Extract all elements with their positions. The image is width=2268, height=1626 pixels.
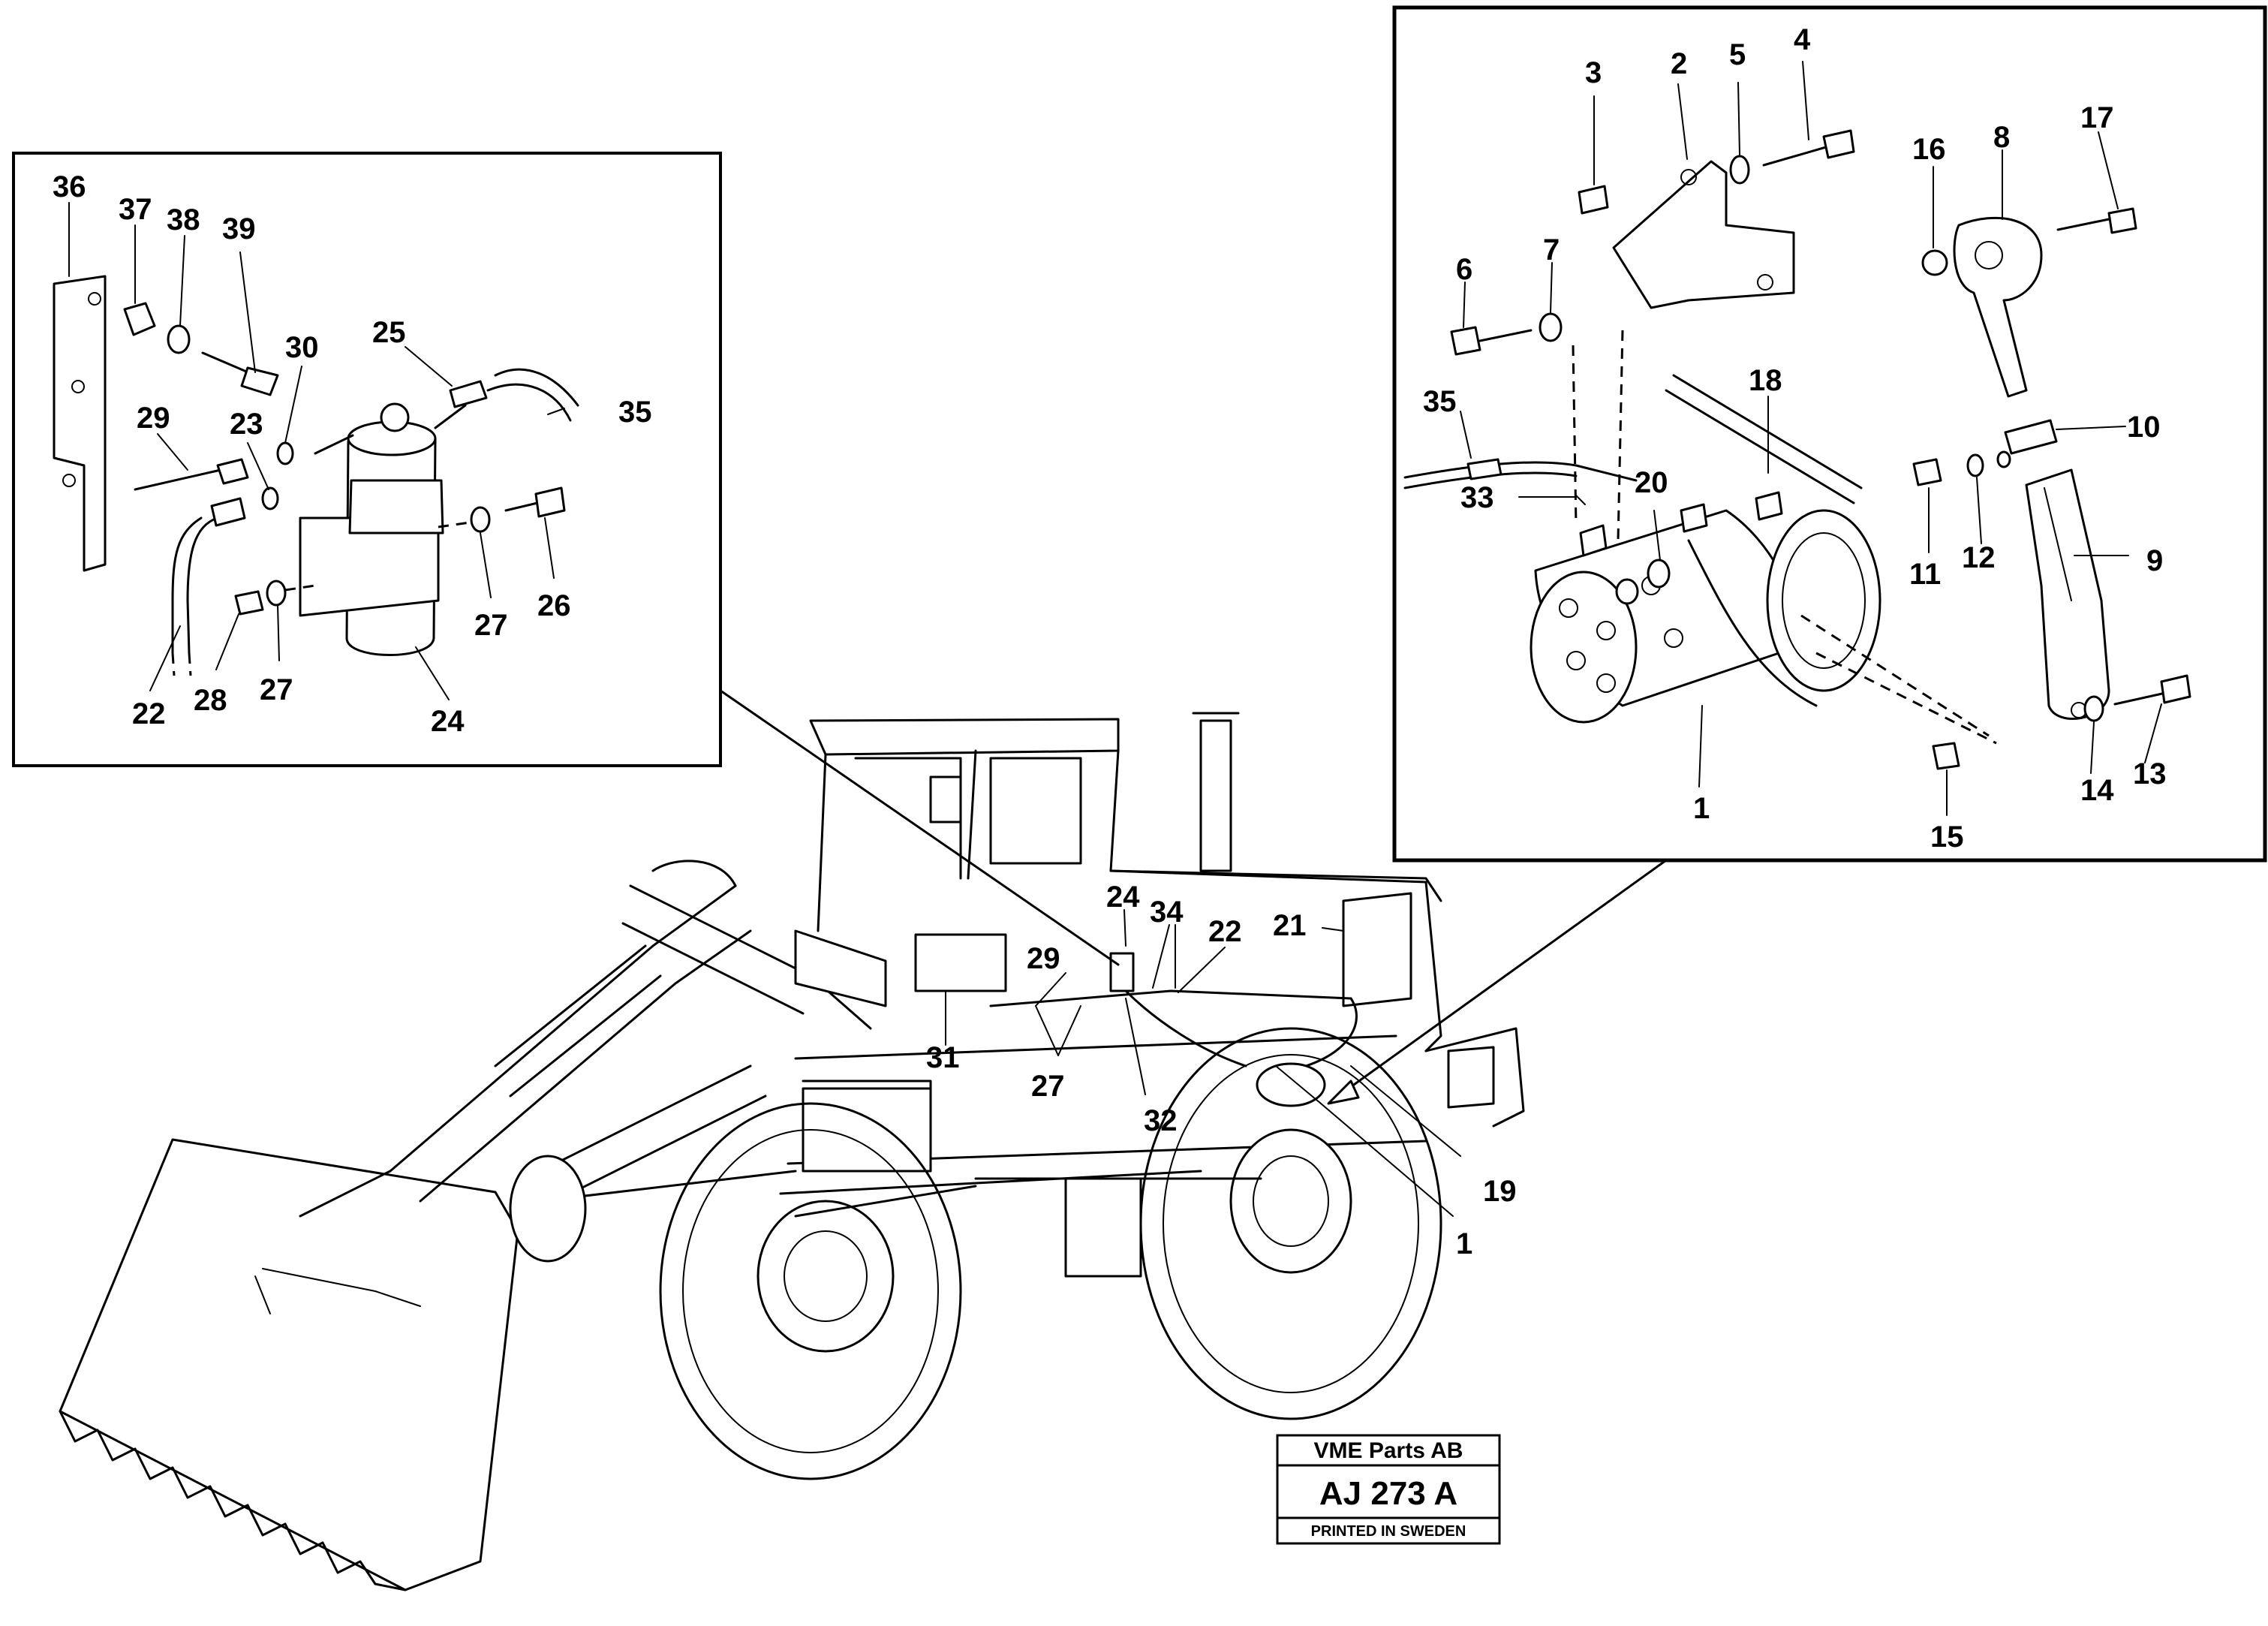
ac-components-drawing: [914, 933, 1358, 1107]
callout-35-right: 35: [1423, 385, 1457, 418]
callout-25: 25: [372, 316, 406, 349]
callout-36: 36: [53, 170, 86, 203]
callout-5: 5: [1729, 38, 1746, 71]
callout-30: 30: [285, 331, 319, 364]
inset-pointer-arrowhead: [1327, 1079, 1360, 1105]
callout-34: 34: [1150, 896, 1184, 929]
callout-8: 8: [1993, 121, 2010, 154]
inset-pointer-right: [1342, 859, 1668, 1094]
callout-35-left: 35: [618, 396, 652, 429]
callout-7: 7: [1543, 233, 1560, 266]
callout-22-main: 22: [1208, 915, 1242, 948]
callout-29-left: 29: [137, 402, 170, 435]
callout-39: 39: [222, 212, 256, 245]
callout-3: 3: [1585, 56, 1602, 89]
callout-31: 31: [926, 1041, 960, 1074]
callout-13: 13: [2133, 757, 2167, 790]
callout-24-left: 24: [431, 705, 465, 738]
bucket-drawing: [59, 1138, 519, 1591]
callout-2: 2: [1671, 47, 1687, 80]
detail-inset-compressor: [1392, 5, 2267, 863]
callout-32: 32: [1144, 1104, 1178, 1137]
callout-27-left: 27: [260, 673, 293, 706]
frame-drawing: [779, 1034, 1427, 1278]
callout-6: 6: [1456, 253, 1472, 286]
callout-15: 15: [1930, 821, 1964, 854]
callout-21: 21: [1273, 909, 1307, 942]
callout-24-main: 24: [1106, 881, 1140, 914]
callout-22-left: 22: [132, 697, 166, 730]
callout-28: 28: [194, 684, 227, 717]
callout-1-main: 1: [1456, 1227, 1472, 1260]
front-wheel-drawing: [659, 1102, 962, 1480]
callout-11: 11: [1909, 558, 1941, 591]
callout-9: 9: [2146, 544, 2163, 577]
callout-labels: 36 37 38 39 30 25 35 29 23 27 26 22 28 2…: [53, 23, 2167, 1260]
title-block-company: VME Parts AB: [1314, 1438, 1463, 1463]
callout-14: 14: [2080, 774, 2114, 807]
callout-4: 4: [1794, 23, 1811, 56]
title-block-code: AJ 273 A: [1319, 1475, 1457, 1512]
engine-hood-drawing: [1109, 869, 1525, 1128]
callout-18: 18: [1749, 364, 1782, 397]
callout-29-main: 29: [1027, 942, 1060, 975]
title-block: VME Parts AB AJ 273 A PRINTED IN SWEDEN: [1276, 1434, 1501, 1545]
callout-16: 16: [1912, 133, 1946, 166]
callout-17: 17: [2080, 101, 2114, 134]
callout-1-inset: 1: [1693, 792, 1710, 825]
callout-23: 23: [230, 408, 263, 441]
callout-33: 33: [1460, 481, 1494, 514]
callout-20: 20: [1635, 466, 1668, 499]
leader-lines: [68, 61, 2162, 1217]
callout-26: 26: [537, 589, 571, 622]
callout-12: 12: [1962, 541, 1996, 574]
callout-27-right: 27: [474, 609, 508, 642]
callout-10: 10: [2127, 411, 2161, 444]
wheel-loader-illustration: [59, 712, 1525, 1591]
callout-38: 38: [167, 203, 200, 236]
title-block-printed: PRINTED IN SWEDEN: [1311, 1523, 1466, 1540]
lift-arms-drawing: [299, 860, 887, 1218]
cab-drawing: [809, 712, 1442, 932]
callout-37: 37: [119, 193, 152, 226]
inset-pointer-left: [719, 689, 1120, 966]
callout-19: 19: [1483, 1175, 1517, 1208]
detail-inset-receiver-drier: [12, 152, 722, 767]
axles-drawing: [509, 1155, 1262, 1263]
rear-wheel-drawing: [1139, 1027, 1442, 1420]
callout-27-main: 27: [1031, 1070, 1065, 1103]
